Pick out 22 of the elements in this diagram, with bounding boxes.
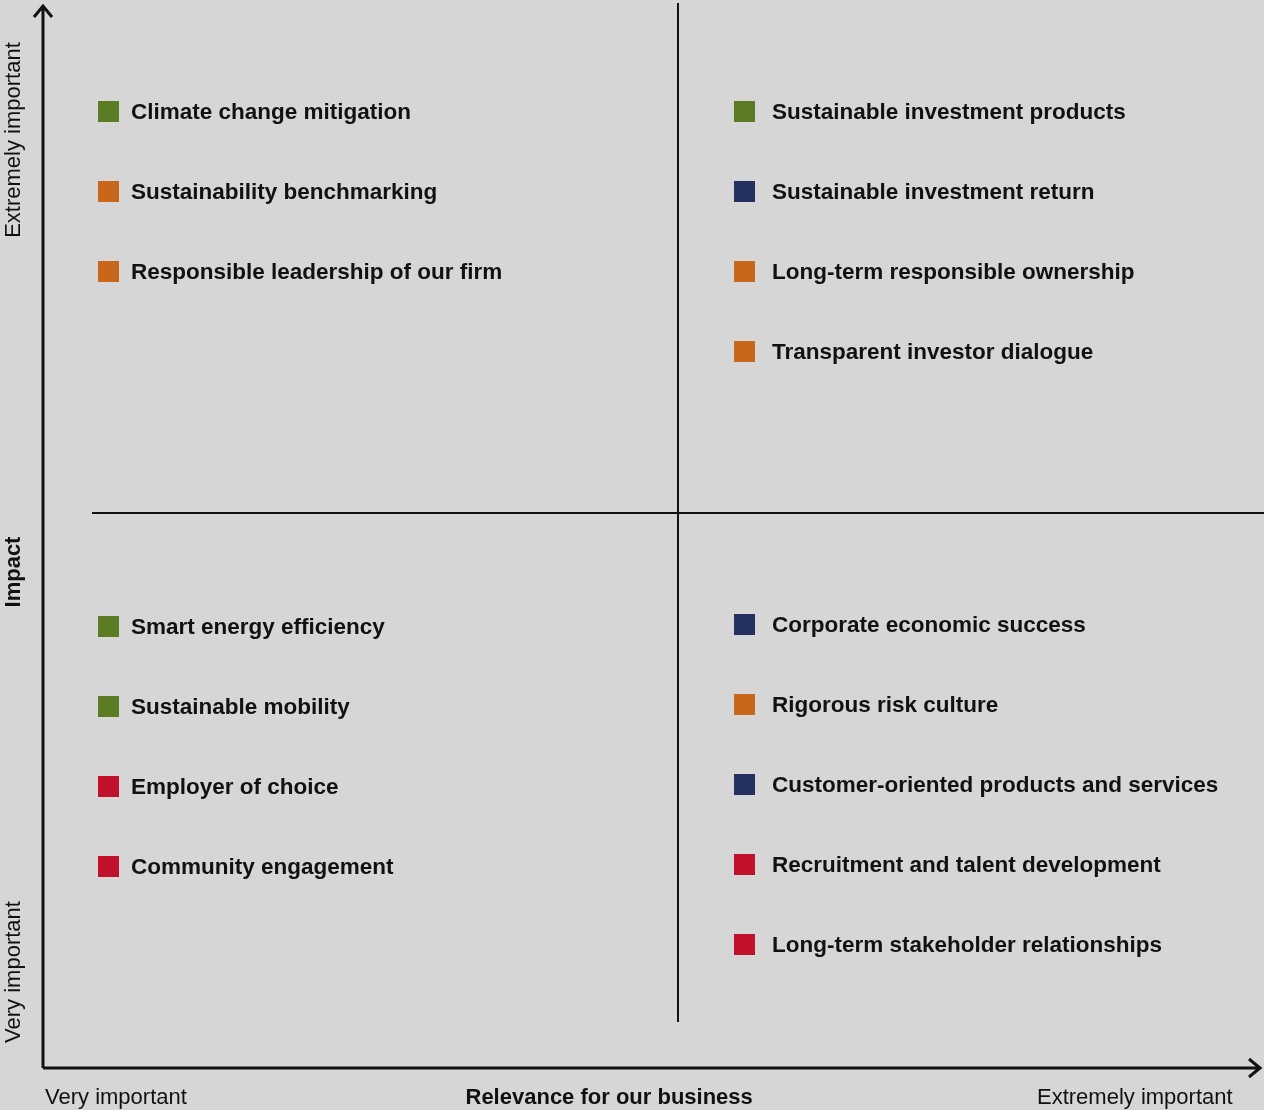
axis-label: Impact: [0, 536, 26, 608]
topic-label: Corporate economic success: [772, 612, 1086, 638]
axis-label: Very important: [0, 901, 26, 1043]
topic-label: Recruitment and talent development: [772, 852, 1161, 878]
topic-label: Sustainable mobility: [131, 694, 350, 720]
axis-label: Relevance for our business: [465, 1084, 753, 1110]
topic-label: Sustainability benchmarking: [131, 179, 438, 205]
topic-label: Climate change mitigation: [131, 99, 412, 125]
topic-label: Sustainable investment products: [772, 99, 1126, 125]
topic-label: Long-term responsible ownership: [772, 259, 1135, 285]
topic-label: Long-term stakeholder relationships: [772, 932, 1163, 958]
topic-label: Community engagement: [131, 854, 394, 880]
topic-label: Sustainable investment return: [772, 179, 1095, 205]
axis-label: Very important: [45, 1084, 187, 1110]
axis-label: Extremely important: [0, 42, 26, 238]
topic-label: Customer-oriented products and services: [772, 772, 1219, 798]
topic-label: Employer of choice: [131, 774, 339, 800]
topic-label: Smart energy efficiency: [131, 614, 385, 640]
topic-label: Transparent investor dialogue: [772, 339, 1094, 365]
axis-label: Extremely important: [1037, 1084, 1233, 1110]
topic-label: Responsible leadership of our firm: [131, 259, 503, 285]
topic-label: Rigorous risk culture: [772, 692, 999, 718]
